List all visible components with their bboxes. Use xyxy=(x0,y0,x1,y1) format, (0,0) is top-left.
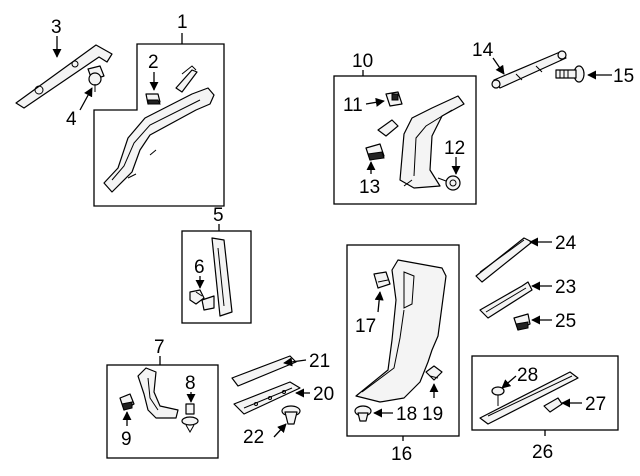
callout-17: 17 xyxy=(355,316,376,337)
callout-4: 4 xyxy=(66,109,77,130)
part-4-bolt xyxy=(87,65,105,92)
part-11-clip xyxy=(385,91,403,107)
callout-14: 14 xyxy=(472,40,494,61)
group-box-7 xyxy=(106,364,219,459)
part-12-bolt xyxy=(437,175,461,191)
part-14-rail xyxy=(491,50,567,89)
callout-8: 8 xyxy=(185,373,196,394)
callout-3: 3 xyxy=(51,17,62,38)
callout-24: 24 xyxy=(555,233,577,254)
part-9-clip xyxy=(119,393,135,411)
callout-13: 13 xyxy=(359,177,380,198)
callout-9: 9 xyxy=(121,429,132,450)
part-21-strip xyxy=(231,355,297,387)
leader-17 xyxy=(374,291,384,313)
leader-21 xyxy=(283,357,307,367)
part-8-pushpin xyxy=(181,403,199,434)
callout-18: 18 xyxy=(396,404,417,425)
callout-6: 6 xyxy=(194,257,205,278)
leader-4 xyxy=(79,87,93,111)
part-28-bolt xyxy=(491,386,505,406)
leader-28 xyxy=(501,375,517,389)
part-2-clip xyxy=(145,93,161,105)
leader-11 xyxy=(365,97,385,107)
callout-7: 7 xyxy=(154,337,165,358)
part-18-pushpin xyxy=(354,405,372,422)
part-23-sill xyxy=(479,281,533,319)
part-20-sill xyxy=(233,381,301,415)
group-box-10 xyxy=(333,75,477,205)
callout-22: 22 xyxy=(243,427,264,448)
group-box-1 xyxy=(93,43,225,207)
part-10-pillar-trim xyxy=(399,95,465,189)
part-6-clip xyxy=(189,289,205,305)
callout-21: 21 xyxy=(309,351,330,372)
callout-10: 10 xyxy=(352,51,373,72)
callout-19: 19 xyxy=(422,404,443,425)
callout-27: 27 xyxy=(585,394,606,415)
callout-15: 15 xyxy=(613,66,634,87)
part-19-clip xyxy=(425,365,443,381)
part-26-sill xyxy=(479,371,579,425)
callout-23: 23 xyxy=(555,277,576,298)
callout-20: 20 xyxy=(313,384,334,405)
callout-28: 28 xyxy=(517,365,538,386)
part-3-bracket xyxy=(15,44,113,109)
part-small-clip xyxy=(377,119,399,137)
part-15-bolt xyxy=(555,65,585,83)
callout-1: 1 xyxy=(177,12,188,33)
part-25-clip xyxy=(513,313,531,331)
part-7-trim xyxy=(137,367,179,419)
callout-2: 2 xyxy=(148,52,159,73)
part-1-handle xyxy=(103,87,215,193)
callout-11: 11 xyxy=(343,95,363,116)
part-27-clip xyxy=(543,397,563,413)
part-22-pushpin xyxy=(281,405,301,425)
leader-14 xyxy=(492,57,505,75)
part-13-clip xyxy=(365,143,385,161)
callout-16: 16 xyxy=(391,444,412,465)
callout-25: 25 xyxy=(555,311,576,332)
leader-22 xyxy=(273,423,287,438)
callout-12: 12 xyxy=(444,138,465,159)
part-5-pillar-trim xyxy=(201,237,233,317)
part-24-sill xyxy=(475,237,533,283)
part-hook-clip xyxy=(175,65,198,93)
part-16-pillar-trim xyxy=(355,259,447,403)
callout-26: 26 xyxy=(532,442,553,463)
group-box-5 xyxy=(181,230,252,324)
callout-5: 5 xyxy=(213,205,224,226)
part-17-clip xyxy=(373,271,391,289)
